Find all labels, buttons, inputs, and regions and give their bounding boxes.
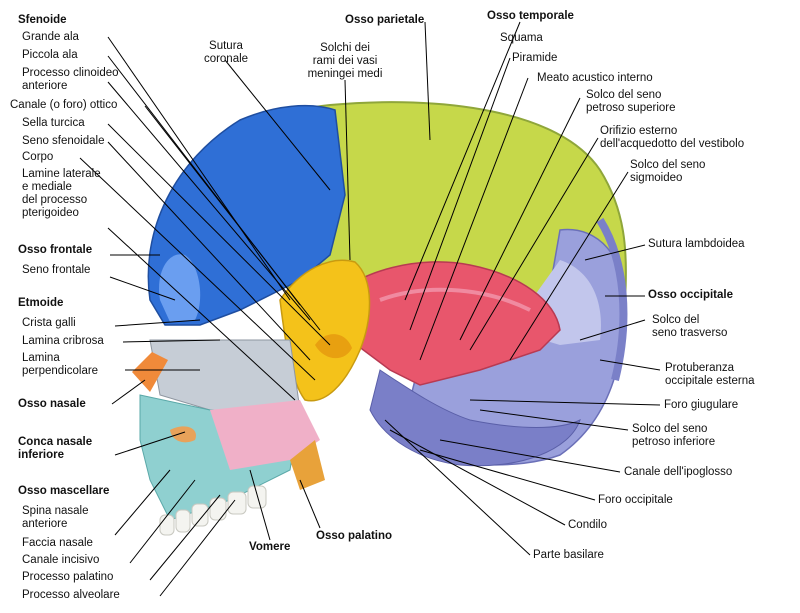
label-processo-clinoideo-2: anteriore — [22, 80, 68, 92]
label-parte-basilare: Parte basilare — [533, 549, 604, 561]
label-pinf-1: Solco del seno — [632, 423, 708, 435]
label-processo-clinoideo-1: Processo clinoideo — [22, 67, 119, 79]
label-piramide: Piramide — [512, 52, 558, 64]
label-lamine-1: Lamine laterale — [22, 168, 101, 180]
label-lamine-3: del processo — [22, 194, 88, 206]
label-processo-alveolare: Processo alveolare — [22, 589, 120, 601]
label-lamina-cribrosa: Lamina cribrosa — [22, 335, 104, 347]
label-spina-1: Spina nasale — [22, 505, 89, 517]
inferior-concha — [170, 426, 196, 443]
label-trasv-2: seno trasverso — [652, 327, 728, 339]
label-seno-sfenoidale: Seno sfenoidale — [22, 135, 105, 147]
label-orifizio-1: Orifizio esterno — [600, 125, 678, 137]
label-sutura-lambdoidea: Sutura lambdoidea — [648, 238, 745, 250]
label-canale-incisivo: Canale incisivo — [22, 554, 100, 566]
label-crista-galli: Crista galli — [22, 317, 76, 329]
label-conca-2: inferiore — [18, 449, 65, 461]
label-osso-mascellare: Osso mascellare — [18, 485, 110, 497]
label-solco-sup-1: Solco del seno — [586, 89, 662, 101]
label-solchi-3: meningei medi — [307, 68, 383, 80]
label-osso-occipitale: Osso occipitale — [648, 289, 734, 301]
label-foro-occipitale: Foro occipitale — [598, 494, 673, 506]
label-sfenoide: Sfenoide — [18, 14, 67, 26]
label-etmoide: Etmoide — [18, 297, 64, 309]
petrous-ridge — [379, 287, 531, 312]
label-sella-turcica: Sella turcica — [22, 117, 85, 129]
label-lamine-2: e mediale — [22, 181, 72, 193]
label-sutura-1: Sutura — [209, 40, 243, 52]
label-condilo: Condilo — [568, 519, 607, 531]
lambdoid-edge — [596, 217, 628, 381]
label-osso-parietale: Osso parietale — [345, 14, 425, 26]
label-piccola-ala: Piccola ala — [22, 49, 78, 61]
label-sutura-2: coronale — [203, 53, 249, 65]
label-corpo: Corpo — [22, 151, 54, 163]
label-osso-temporale: Osso temporale — [487, 10, 574, 22]
label-ipoglosso: Canale dell'ipoglosso — [624, 466, 733, 478]
ethmoid-bone — [149, 339, 301, 411]
leader-lines — [79, 21, 661, 597]
label-osso-palatino: Osso palatino — [316, 530, 393, 542]
nasal-bone — [132, 352, 168, 392]
frontal-bone — [147, 104, 346, 326]
palatine-bone — [290, 440, 325, 490]
label-solco-sup-2: petroso superiore — [586, 102, 676, 114]
sella-turcica — [315, 334, 352, 359]
label-spina-2: anteriore — [22, 518, 68, 530]
frontal-sinus — [159, 254, 201, 322]
label-osso-nasale: Osso nasale — [18, 398, 86, 410]
vomer — [210, 400, 320, 470]
label-solchi-1: Solchi dei — [320, 42, 370, 54]
label-foro-giugulare: Foro giugulare — [664, 399, 739, 411]
label-protub-1: Protuberanza — [665, 362, 735, 374]
label-faccia-nasale: Faccia nasale — [22, 537, 93, 549]
label-lamine-4: pterigoideo — [22, 207, 79, 219]
label-grande-ala: Grande ala — [22, 31, 79, 43]
teeth — [159, 485, 267, 536]
label-pinf-2: petroso inferiore — [632, 436, 716, 448]
label-sigm-1: Solco del seno — [630, 159, 706, 171]
label-squama: Squama — [500, 32, 543, 44]
label-canale-ottico: Canale (o foro) ottico — [10, 99, 118, 111]
label-orifizio-2: dell'acquedotto del vestibolo — [600, 138, 745, 150]
label-lamina-perp-1: Lamina — [22, 352, 60, 364]
label-osso-frontale: Osso frontale — [18, 244, 93, 256]
label-solchi-2: rami dei vasi — [312, 55, 378, 67]
label-lamina-perp-2: perpendicolare — [22, 365, 99, 377]
label-processo-palatino: Processo palatino — [22, 571, 114, 583]
label-sigm-2: sigmoideo — [630, 172, 683, 184]
label-seno-frontale: Seno frontale — [22, 264, 91, 276]
label-trasv-1: Solco del — [652, 314, 700, 326]
label-protub-2: occipitale esterna — [665, 375, 755, 387]
label-vomere: Vomere — [249, 541, 291, 553]
label-meato: Meato acustico interno — [537, 72, 653, 84]
label-conca-1: Conca nasale — [18, 436, 93, 448]
temporal-bone — [329, 261, 561, 386]
